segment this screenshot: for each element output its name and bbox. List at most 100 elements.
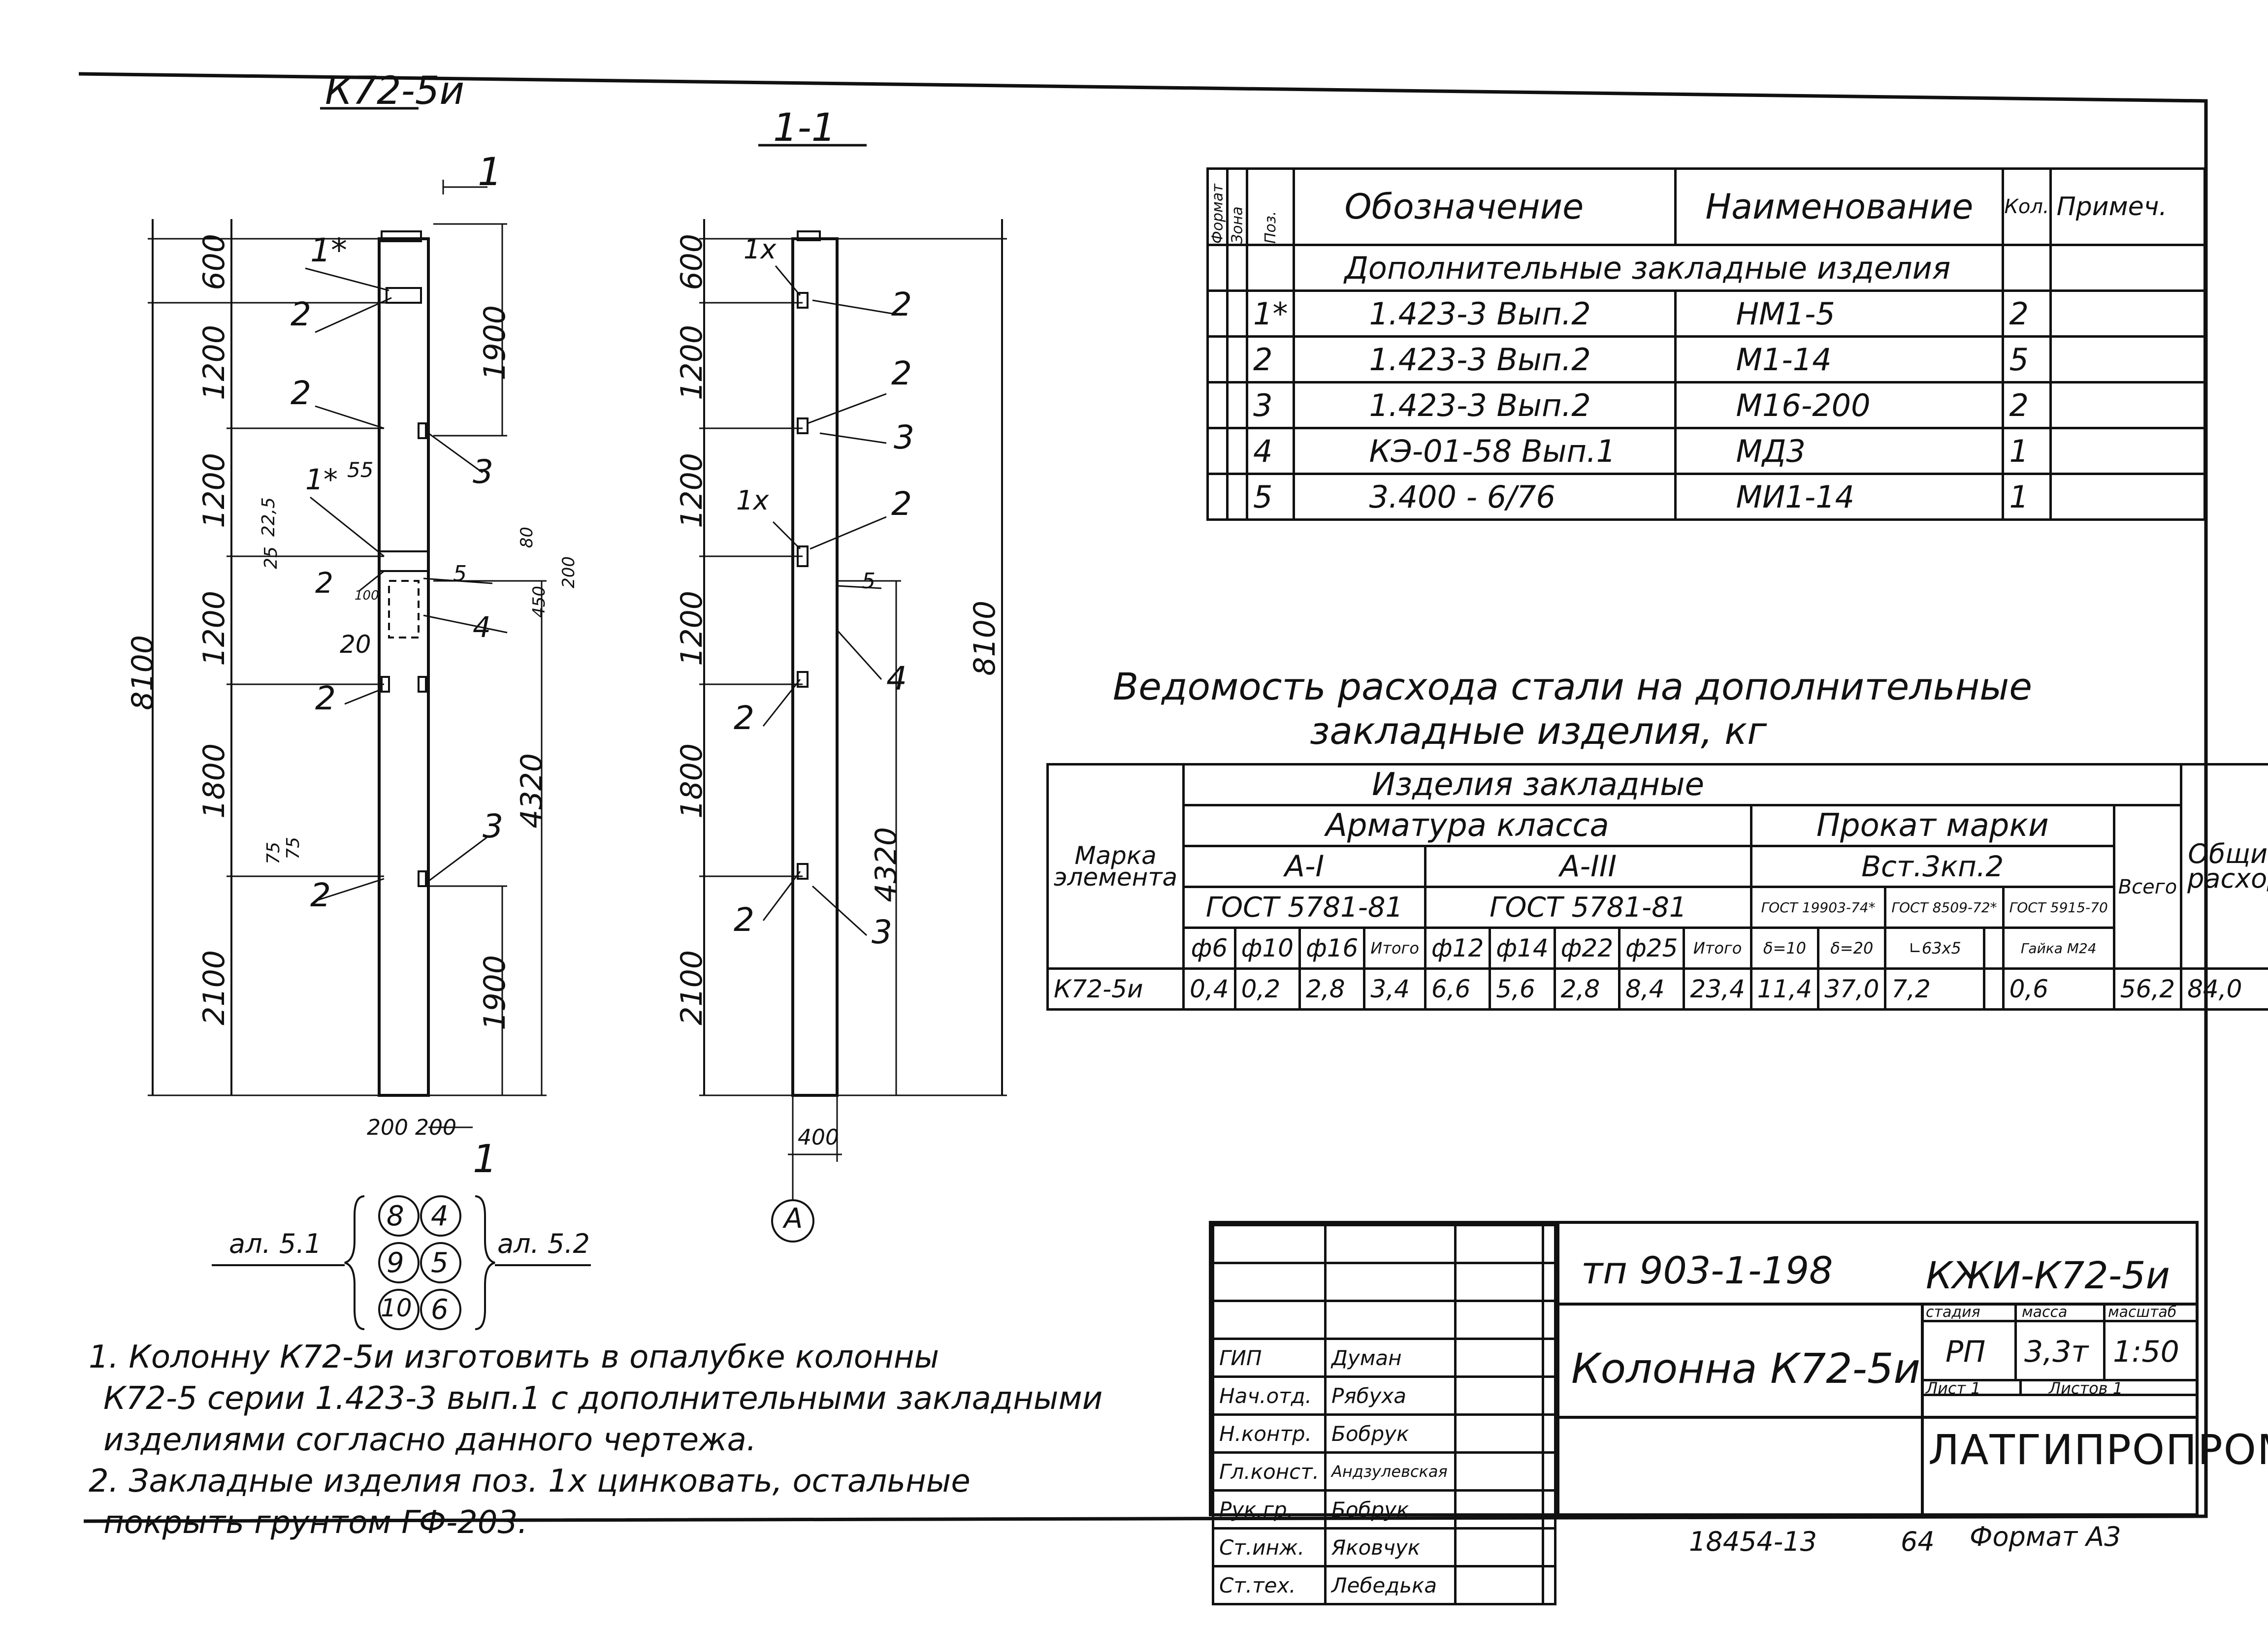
small-dim: 200 xyxy=(559,556,579,588)
segment-dim: 1800 xyxy=(675,743,709,819)
small-dim: 75 xyxy=(263,842,284,864)
steel-cell: 2,8 xyxy=(1553,967,1621,1011)
steel-consumption-table: Марка элемента Изделия закладные Общий р… xyxy=(1046,763,2268,1011)
spec-qty: 2 xyxy=(2002,289,2052,338)
table-row: 1* 1.423-3 Вып.2 НМ1-5 2 xyxy=(1206,289,2206,338)
callout: 4 xyxy=(886,660,907,698)
spec-name: МД3 xyxy=(1674,427,2005,475)
steel-cell xyxy=(1983,967,2005,1011)
note-line: изделиями согласно данного чертежа. xyxy=(103,1422,757,1458)
mass-value: 3,3т xyxy=(2024,1335,2089,1369)
steel-cell-total: 56,2 xyxy=(2112,967,2183,1011)
signer: Бобрук xyxy=(1324,1413,1457,1454)
steel-col: ф22 xyxy=(1553,926,1621,970)
paper-format: Формат А3 xyxy=(1970,1521,2121,1552)
role: Н.контр. xyxy=(1211,1413,1327,1454)
organization-name: ЛАТГИПРОПРОМ xyxy=(1928,1426,2268,1474)
steel-group-header: Изделия закладные xyxy=(1182,763,2183,806)
spec-pos: 2 xyxy=(1245,335,1296,383)
role: Ст.тех. xyxy=(1211,1565,1327,1605)
spec-designation: 3.400 - 6/76 xyxy=(1293,473,1677,521)
scale-value: 1:50 xyxy=(2113,1335,2179,1369)
callout: 3 xyxy=(894,418,914,456)
segment-dim: 1200 xyxy=(197,591,231,666)
spec-header: Обозначение xyxy=(1293,167,1677,246)
specification-table: Формат Зона Поз. Обозначение Наименовани… xyxy=(1206,167,2206,521)
callout: 2 xyxy=(315,679,336,717)
steel-col: Гайка М24 xyxy=(2002,926,2115,970)
steel-gost-r1: ГОСТ 19903-74* xyxy=(1750,886,1887,929)
reinf-number: 6 xyxy=(431,1294,449,1326)
section-marker-bottom: 1 xyxy=(473,1137,497,1181)
steel-col: ф12 xyxy=(1424,926,1491,970)
spec-designation: 1.423-3 Вып.2 xyxy=(1293,335,1677,383)
steel-table-title-2: закладные изделия, кг xyxy=(1310,709,1767,753)
steel-col: ф14 xyxy=(1489,926,1556,970)
reinf-number: 9 xyxy=(387,1247,404,1279)
spec-name: М16-200 xyxy=(1674,381,2005,429)
role: ГИП xyxy=(1211,1338,1327,1378)
callout: 5 xyxy=(862,569,875,594)
steel-armature-header: Арматура класса xyxy=(1182,804,1752,847)
total-height-right: 8100 xyxy=(968,601,1002,676)
signer: Бобрук xyxy=(1324,1489,1457,1530)
width-dim-right: 400 xyxy=(798,1125,839,1150)
reinf-number: 5 xyxy=(431,1247,449,1279)
steel-cell: 8,4 xyxy=(1618,967,1685,1011)
callout: 1* xyxy=(310,231,347,269)
callout: 2 xyxy=(310,876,331,914)
reinf-number: 8 xyxy=(387,1200,404,1232)
width-dim: 200 200 xyxy=(367,1115,456,1140)
role: Ст.инж. xyxy=(1211,1527,1327,1567)
steel-cell: 0,2 xyxy=(1233,967,1301,1011)
segment-dim: 600 xyxy=(197,234,231,290)
reinf-sheet-ref: ал. 5.2 xyxy=(497,1228,590,1259)
callout: 2 xyxy=(734,901,754,939)
steel-col: ∟63х5 xyxy=(1884,926,1986,970)
callout: 2 xyxy=(291,374,311,412)
steel-col: ф10 xyxy=(1233,926,1301,970)
steel-col: ф25 xyxy=(1618,926,1685,970)
table-row: 5 3.400 - 6/76 МИ1-14 1 xyxy=(1206,473,2206,521)
spec-pos: 5 xyxy=(1245,473,1296,521)
segment-dim: 1200 xyxy=(197,325,231,400)
signer: Рябуха xyxy=(1324,1375,1457,1416)
table-row: 2 1.423-3 Вып.2 М1-14 5 xyxy=(1206,335,2206,383)
table-row: Н.контр.Бобрук xyxy=(1211,1413,1556,1454)
axis-label: А xyxy=(784,1203,803,1235)
reinf-number: 10 xyxy=(381,1294,412,1322)
signer: Яковчук xyxy=(1324,1527,1457,1567)
spec-header: Кол. xyxy=(2002,167,2052,246)
spec-header: Наименование xyxy=(1674,167,2005,246)
segment-dim: 600 xyxy=(675,234,709,290)
spec-section-title: Дополнительные закладные изделия xyxy=(1293,244,2005,292)
steel-cell: 3,4 xyxy=(1363,967,1426,1011)
table-row: Рук.гр.Бобрук xyxy=(1211,1489,1556,1530)
steel-col: ф16 xyxy=(1298,926,1366,970)
view-title-right: 1-1 xyxy=(773,106,836,150)
steel-cell: 0,6 xyxy=(2002,967,2115,1011)
note-line: 2. Закладные изделия поз. 1х цинковать, … xyxy=(89,1463,971,1500)
small-dim: 80 xyxy=(517,527,537,548)
spec-header: Формат xyxy=(1207,168,1228,245)
small-dim: 75 xyxy=(283,837,303,860)
spec-designation: 1.423-3 Вып.2 xyxy=(1293,289,1677,338)
steel-cell: 6,6 xyxy=(1424,967,1491,1011)
role: Гл.конст. xyxy=(1211,1451,1327,1492)
spec-qty: 5 xyxy=(2002,335,2052,383)
segment-dim: 2100 xyxy=(675,950,709,1025)
steel-cell: 11,4 xyxy=(1750,967,1820,1011)
table-row: 4 КЭ-01-58 Вып.1 МД3 1 xyxy=(1206,427,2206,475)
small-dim: 450 xyxy=(529,586,549,618)
spec-designation: КЭ-01-58 Вып.1 xyxy=(1293,427,1677,475)
steel-overall-header: Общий расход xyxy=(2180,763,2268,970)
spec-header: Зона xyxy=(1227,168,1247,245)
segment-dim: 1200 xyxy=(197,453,231,528)
small-dim: 22,5 xyxy=(259,497,279,537)
spec-header: Поз. xyxy=(1247,168,1294,245)
steel-col: Итого xyxy=(1683,926,1752,970)
reinf-sheet-ref: ал. 5.1 xyxy=(229,1228,322,1259)
role: Нач.отд. xyxy=(1211,1375,1327,1416)
